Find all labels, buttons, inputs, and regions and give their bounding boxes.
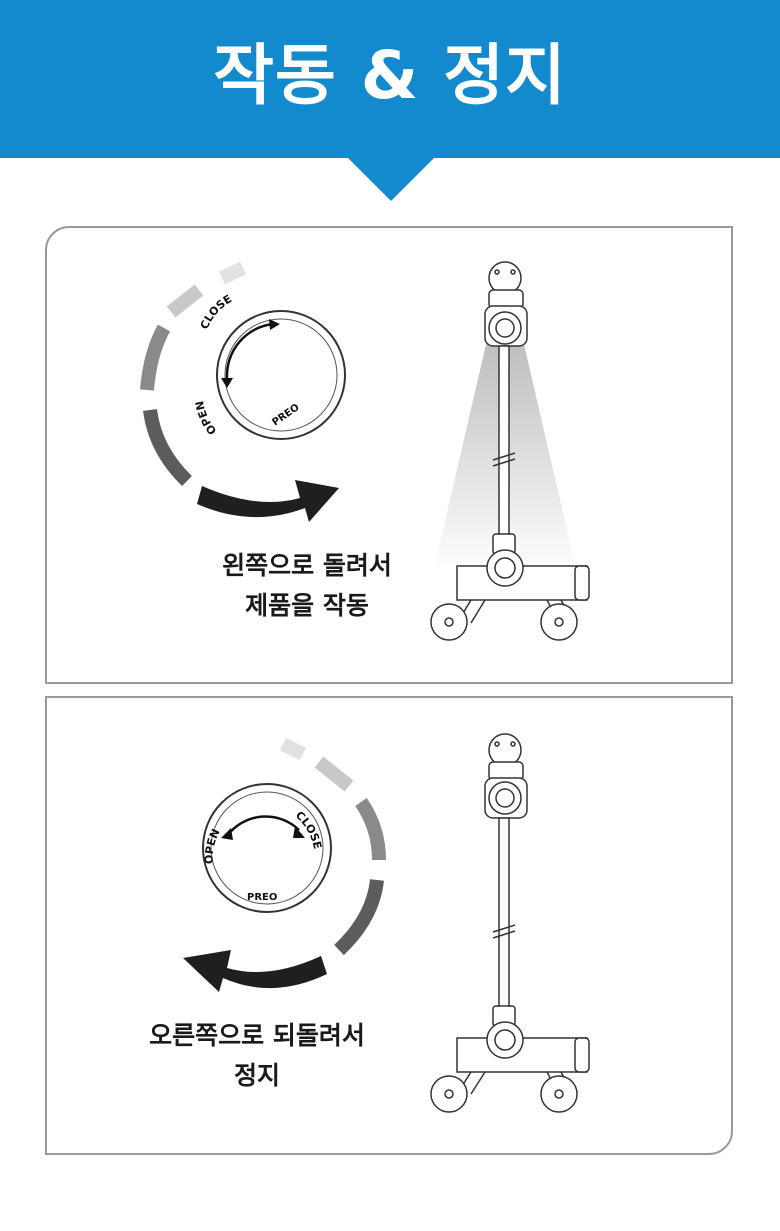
stop-caption: 오른쪽으로 되돌려서 정지 [97, 1016, 417, 1096]
rotation-arrow-left [183, 950, 327, 992]
start-caption-line2: 제품을 작동 [245, 591, 369, 620]
shower-stand-device [430, 733, 590, 1113]
control-knob [202, 783, 332, 913]
knob-brand-label: PREO [247, 892, 277, 903]
stop-caption-line2: 정지 [233, 1061, 280, 1090]
rotation-dash-arc [140, 261, 247, 487]
knob-open-label: OPEN [193, 400, 219, 437]
start-caption-line1: 왼쪽으로 돌려서 [222, 551, 392, 580]
header-pointer [347, 157, 435, 201]
panel-start: CLOSE OPEN PREO 왼쪽 [45, 226, 733, 684]
knob-close-label: CLOSE [198, 292, 234, 331]
panel-stop: OPEN CLOSE PREO 오른쪽으로 되 [45, 696, 733, 1155]
start-caption: 왼쪽으로 돌려서 제품을 작동 [147, 546, 467, 626]
page-title: 작동 & 정지 [213, 37, 567, 114]
stop-illustration: OPEN CLOSE PREO [183, 733, 590, 1113]
header-banner: 작동 & 정지 [0, 0, 780, 158]
rotation-arrow-right [197, 480, 339, 522]
start-illustration: CLOSE OPEN PREO [140, 261, 590, 641]
rotation-dash-arc [279, 737, 386, 956]
shower-stand-device [430, 261, 590, 641]
stop-caption-line1: 오른쪽으로 되돌려서 [149, 1021, 365, 1050]
control-knob [216, 310, 346, 440]
